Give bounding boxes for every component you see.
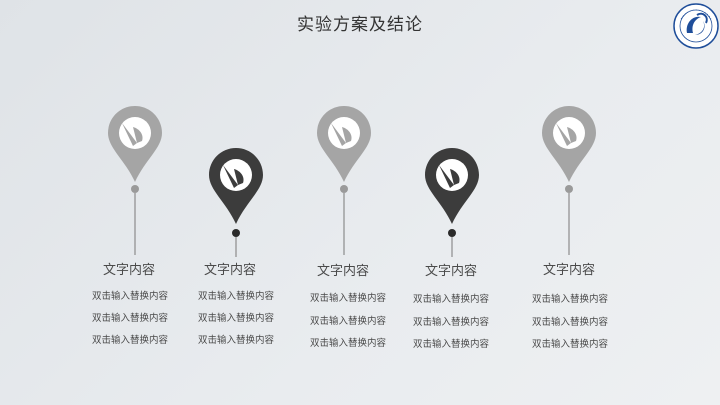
column-heading-3[interactable]: 文字内容 [316,264,369,279]
column-heading-4[interactable]: 文字内容 [424,264,477,279]
column-text-4-2[interactable]: 双击输入替换内容 [412,317,489,328]
column-text-1-2[interactable]: 双击输入替换内容 [91,313,168,324]
column-heading-1[interactable]: 文字内容 [102,263,155,278]
map-pin-icon [425,148,479,224]
map-pin-icon [209,148,263,224]
column-text-5-1[interactable]: 双击输入替换内容 [531,294,608,305]
column-text-5-2[interactable]: 双击输入替换内容 [531,317,608,328]
column-text-4-1[interactable]: 双击输入替换内容 [412,294,489,305]
pin-marker-5 [541,105,597,255]
column-text-1-3[interactable]: 双击输入替换内容 [91,335,168,346]
pin-marker-3 [316,105,372,255]
pen-nib-icon [122,123,143,146]
column-text-2-1[interactable]: 双击输入替换内容 [197,291,274,302]
slide-title[interactable]: 实验方案及结论 [297,15,423,35]
column-text-1-1[interactable]: 双击输入替换内容 [91,291,168,302]
pen-nib-icon [223,165,244,188]
pen-nib-icon [439,165,460,188]
column-text-3-2[interactable]: 双击输入替换内容 [309,316,386,327]
column-heading-2[interactable]: 文字内容 [203,263,256,278]
pen-nib-icon [331,123,352,146]
column-heading-5[interactable]: 文字内容 [542,263,595,278]
column-text-3-3[interactable]: 双击输入替换内容 [309,338,386,349]
pin-marker-1 [107,105,163,255]
column-text-2-2[interactable]: 双击输入替换内容 [197,313,274,324]
column-text-5-3[interactable]: 双击输入替换内容 [531,339,608,350]
map-pin-icon [542,106,596,182]
map-pin-icon [317,106,371,182]
column-text-4-3[interactable]: 双击输入替换内容 [412,339,489,350]
column-text-3-1[interactable]: 双击输入替换内容 [309,293,386,304]
map-pin-icon [108,106,162,182]
pin-marker-4 [424,147,480,257]
pen-nib-icon [556,123,577,146]
pin-marker-2 [208,147,264,257]
university-seal-icon [673,3,719,49]
column-text-2-3[interactable]: 双击输入替换内容 [197,335,274,346]
